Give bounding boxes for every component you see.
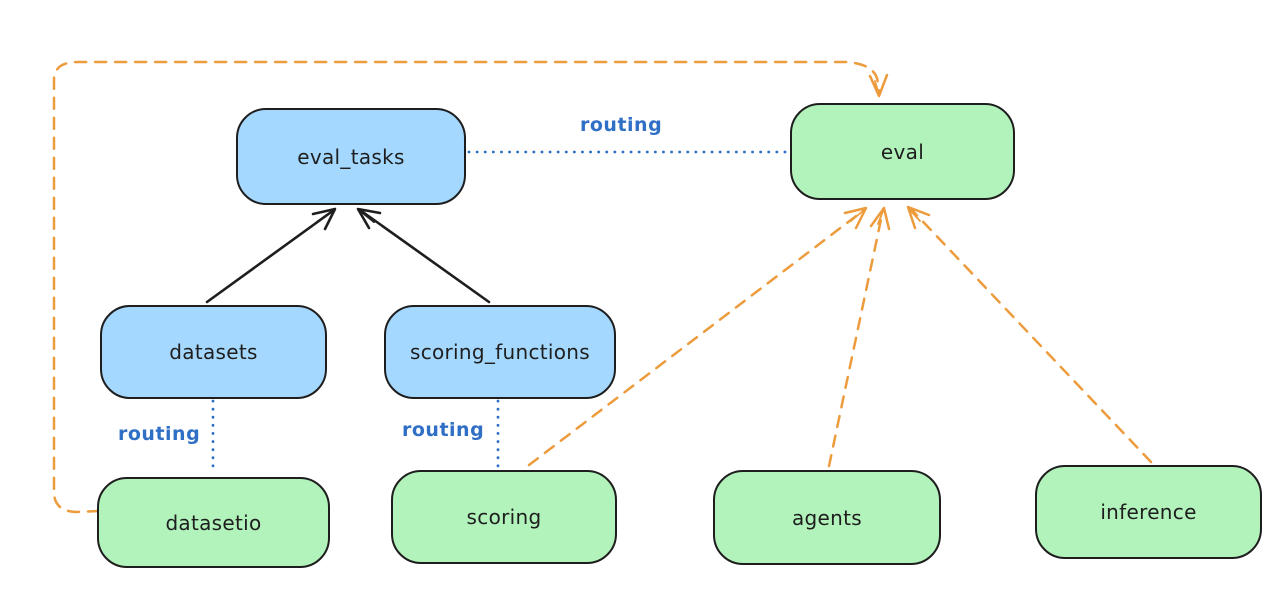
- edge-datasetio-to-eval-loop: [52, 60, 881, 514]
- edge-label-routing-datasets-datasetio: routing: [118, 423, 201, 445]
- node-datasetio-label: datasetio: [165, 510, 262, 535]
- edge-datasets-to-eval-tasks: [205, 208, 336, 304]
- node-scoring-functions: scoring_functions: [384, 305, 616, 399]
- edge-scoring-functions-to-eval-tasks: [358, 208, 491, 304]
- edge-inference-to-eval: [908, 206, 1153, 464]
- node-eval: eval: [790, 103, 1015, 200]
- node-datasetio: datasetio: [97, 477, 330, 568]
- edge-datasetio-to-eval-arrowhead-echo: [874, 80, 880, 96]
- edge-scoring-to-eval-arrowhead-echo: [850, 209, 865, 222]
- node-scoring-label: scoring: [466, 505, 542, 529]
- edge-inference-to-eval-arrowhead: [906, 205, 931, 230]
- edge-agents-to-eval-arrowhead-echo: [877, 210, 884, 225]
- edge-scoring-to-eval: [527, 208, 866, 467]
- node-eval-tasks: eval_tasks: [236, 108, 466, 205]
- edge-agents-to-eval: [827, 208, 885, 468]
- edge-scoring-functions-to-eval-tasks-arrowhead: [356, 207, 382, 230]
- edge-label-routing-eval-tasks-eval: routing: [580, 114, 663, 136]
- edge-scoring-functions-to-eval-tasks-arrowhead-echo: [358, 209, 375, 223]
- edge-agents-to-eval-arrowhead: [869, 206, 891, 231]
- node-scoring-functions-label: scoring_functions: [409, 340, 591, 364]
- node-datasets-label: datasets: [169, 340, 258, 364]
- edge-datasets-to-eval-tasks-arrowhead-echo: [316, 209, 335, 223]
- edge-scoring-to-eval-arrowhead: [843, 206, 868, 230]
- node-agents-label: agents: [792, 505, 862, 530]
- edge-inference-to-eval-arrowhead-echo: [908, 208, 921, 222]
- node-inference: inference: [1035, 465, 1262, 559]
- node-datasets: datasets: [100, 305, 327, 399]
- edge-datasetio-to-eval-arrowhead: [868, 73, 889, 98]
- node-eval-tasks-label: eval_tasks: [297, 144, 405, 169]
- node-scoring: scoring: [391, 470, 617, 564]
- node-agents: agents: [713, 470, 941, 565]
- edge-label-routing-scoring-functions-scoring: routing: [402, 419, 485, 441]
- node-eval-label: eval: [880, 139, 925, 164]
- edge-datasets-to-eval-tasks-arrowhead: [311, 207, 337, 231]
- node-inference-label: inference: [1100, 500, 1197, 524]
